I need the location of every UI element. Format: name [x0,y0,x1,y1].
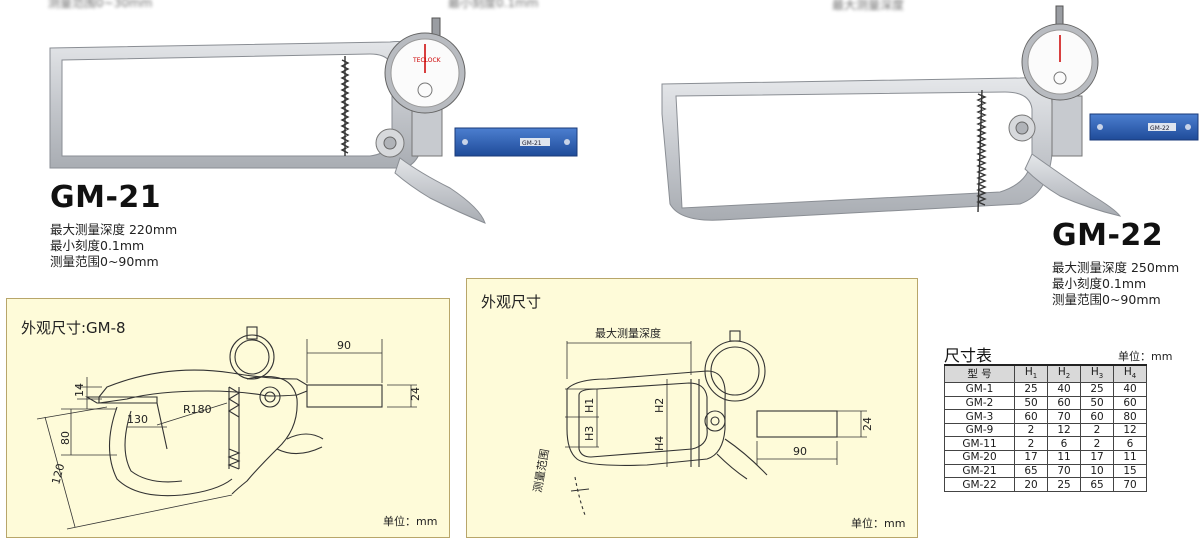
cell-model: GM-21 [944,463,1015,479]
gm22-product-photo: GM-22 [660,4,1200,224]
drawing-panel-gm8: 外观尺寸:GM-8 单位：mm [6,298,450,538]
cell-h4: 11 [1113,450,1147,465]
dim-90-right: 90 [793,445,807,458]
cell-h2: 6 [1047,436,1081,452]
cutoff-text-left: 测量范围0~30mm [48,0,153,10]
drawing-general-title: 外观尺寸 [481,293,542,311]
table-row: GM-22 20 25 65 70 [944,477,1147,492]
gm21-spec-depth: 最大测量深度 220mm [50,222,178,237]
dim-90: 90 [337,339,351,352]
cell-h4: 40 [1113,382,1147,397]
dim-r180: R180 [183,403,212,416]
dim-range: 测量范围 [530,448,551,494]
gm22-specs: 最大测量深度 250mm 最小刻度0.1mm 测量范围0~90mm [1052,260,1179,308]
dim-h1: H1 [583,398,596,413]
cell-h1: 2 [1014,422,1048,438]
dim-14: 14 [73,383,86,397]
cell-model: GM-20 [944,450,1015,465]
size-table-title: 尺寸表 [944,346,993,365]
header-model: 型 号 [944,364,1015,384]
cell-model: GM-11 [944,436,1015,452]
cutoff-text-right: 最大测量深度 [832,0,905,12]
cell-h1: 25 [1014,382,1048,397]
cell-h3: 17 [1080,450,1114,465]
table-row: GM-1 25 40 25 40 [944,382,1147,397]
dim-h3: H3 [583,426,596,441]
cell-h1: 60 [1014,409,1048,424]
header-h4: H4 [1113,364,1147,384]
cell-h3: 2 [1080,436,1114,452]
table-row: GM-9 2 12 2 12 [944,422,1147,438]
dim-max-depth: 最大测量深度 [595,326,661,340]
size-table-header-row: 型 号 H1 H2 H3 H4 [944,364,1147,384]
table-row: GM-21 65 70 10 15 [944,463,1147,479]
dim-130: 130 [127,413,148,426]
table-row: GM-11 2 6 2 6 [944,436,1147,452]
cell-h4: 60 [1113,395,1147,411]
cell-h4: 15 [1113,463,1147,479]
cell-h1: 65 [1014,463,1048,479]
dim-24: 24 [409,387,422,401]
cell-h3: 60 [1080,409,1114,424]
gm21-spec-range: 测量范围0~90mm [50,254,159,269]
drawing-gm8-svg: 90 24 14 130 R180 80 120 [36,326,422,530]
gm22-spec-scale: 最小刻度0.1mm [1052,276,1147,291]
cell-h2: 70 [1047,409,1081,424]
table-row: GM-20 17 11 17 11 [944,450,1147,465]
cell-h1: 17 [1014,450,1048,465]
cell-h3: 65 [1080,477,1114,492]
size-table-unit: 单位：mm [1118,350,1173,363]
svg-text:TECLOCK: TECLOCK [412,57,442,64]
cell-model: GM-22 [944,477,1015,492]
cell-model: GM-3 [944,409,1015,424]
cell-h1: 50 [1014,395,1048,411]
dim-120: 120 [49,462,67,486]
cell-h3: 25 [1080,382,1114,397]
drawing-gm8-title: 外观尺寸:GM-8 [21,319,126,337]
cell-h2: 70 [1047,463,1081,479]
gm21-model-title: GM-21 [50,180,162,215]
header-h1: H1 [1014,364,1048,384]
cell-h3: 50 [1080,395,1114,411]
gm21-product-photo: TECLOCK GM-21 [40,8,600,233]
gm21-specs: 最大测量深度 220mm 最小刻度0.1mm 测量范围0~90mm [50,222,177,270]
drawing-general-unit: 单位：mm [851,517,906,530]
cell-h4: 70 [1113,477,1147,492]
cell-h2: 25 [1047,477,1081,492]
table-row: GM-2 50 60 50 60 [944,395,1147,411]
cell-model: GM-9 [944,422,1015,438]
cell-h1: 20 [1014,477,1048,492]
cell-h2: 12 [1047,422,1081,438]
table-row: GM-3 60 70 60 80 [944,409,1147,424]
cell-model: GM-1 [944,382,1015,397]
cell-h3: 2 [1080,422,1114,438]
dim-h2: H2 [653,398,666,413]
cell-h4: 6 [1113,436,1147,452]
cell-h1: 2 [1014,436,1048,452]
dim-24-right: 24 [861,417,874,431]
cell-h4: 80 [1113,409,1147,424]
dim-h4: H4 [653,436,666,451]
cell-h2: 60 [1047,395,1081,411]
drawing-gm8-unit: 单位：mm [383,515,438,528]
gm21-bar-label: GM-21 [522,140,542,147]
gm22-bar-label: GM-22 [1150,125,1170,132]
header-h3: H3 [1080,364,1114,384]
gm21-spec-scale: 最小刻度0.1mm [50,238,145,253]
drawing-panel-general: 外观尺寸 单位：mm [466,278,918,538]
gm22-spec-range: 测量范围0~90mm [1052,292,1161,307]
drawing-general-svg: 最大测量深度 H1 H3 H2 H4 24 90 测量范围 [530,326,874,516]
cutoff-text-middle: 最小刻度0.1mm [448,0,539,10]
dim-80: 80 [59,431,72,445]
cell-h3: 10 [1080,463,1114,479]
cell-h4: 12 [1113,422,1147,438]
gm22-model-title: GM-22 [1052,218,1164,253]
gm22-spec-depth: 最大测量深度 250mm [1052,260,1180,275]
cell-h2: 11 [1047,450,1081,465]
cell-h2: 40 [1047,382,1081,397]
size-table: 型 号 H1 H2 H3 H4 GM-1 25 40 25 40 GM-2 50… [944,364,1147,492]
cell-model: GM-2 [944,395,1015,411]
header-h2: H2 [1047,364,1081,384]
